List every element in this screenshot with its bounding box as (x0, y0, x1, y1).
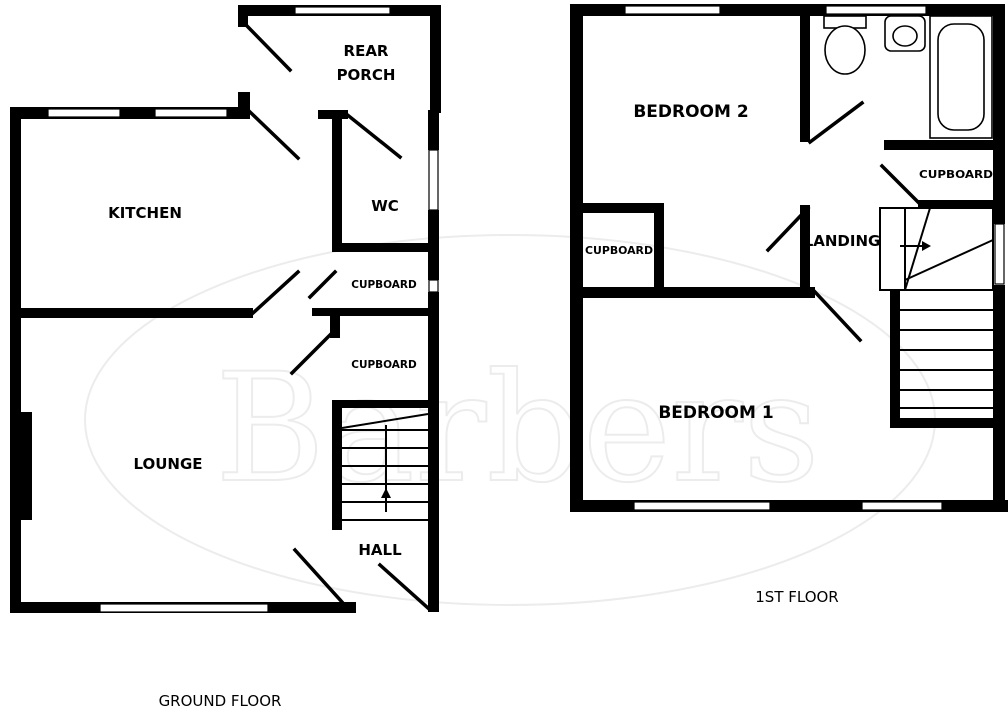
ff-bed2-right-wall (800, 12, 810, 142)
watermark: Barbers (84, 234, 936, 606)
gf-wc-window (428, 149, 439, 211)
gf-kitchen-window-2 (154, 108, 228, 118)
ff-cupboard-top (583, 203, 663, 213)
ff-wall-left (570, 4, 583, 512)
ff-cupboard-right-bottom (918, 200, 996, 209)
gf-front-door (377, 562, 431, 611)
ff-bed2-window (624, 5, 721, 15)
ff-landing-window (994, 223, 1005, 285)
gf-cupboard-window (428, 279, 439, 293)
ff-bed2-right-stub (800, 205, 810, 295)
gf-label-cupboard-upper: CUPBOARD (351, 279, 417, 291)
ground-floor-label: GROUND FLOOR (159, 692, 282, 710)
gf-label-cupboard-lower: CUPBOARD (351, 359, 417, 371)
gf-cupboard2-left (330, 308, 340, 338)
gf-stair-top (332, 400, 432, 408)
gf-label-wc: WC (371, 197, 399, 215)
gf-kitchen-door (250, 269, 301, 316)
gf-cupboard-door-lower (289, 327, 338, 376)
gf-porch-right (430, 5, 441, 113)
ff-staircase (879, 207, 994, 409)
ff-stair-left-wall (890, 290, 900, 428)
ff-basin-bowl-icon (892, 25, 918, 47)
gf-wall-left (10, 107, 21, 612)
ff-label-bedroom-1: BEDROOM 1 (658, 403, 773, 423)
ff-bed1-window-2 (861, 501, 943, 511)
first-floor-label: 1ST FLOOR (755, 588, 838, 606)
gf-cupboard-divider (312, 308, 434, 316)
gf-stair-break (341, 413, 429, 429)
gf-right-wall-low (428, 292, 439, 612)
gf-wc-door (342, 110, 403, 160)
gf-kitchen-window-1 (47, 108, 121, 118)
gf-right-wall-wc (428, 110, 439, 150)
ff-label-bedroom-2: BEDROOM 2 (633, 102, 748, 122)
ff-label-landing: LANDING (804, 232, 881, 250)
first-floor-plan: BEDROOM 2 CUPBOARD CUPBOARD LANDING BEDR… (570, 4, 1008, 606)
ff-bed2-door (765, 205, 811, 253)
gf-label-hall: HALL (358, 541, 402, 559)
watermark-text: Barbers (215, 342, 820, 516)
ff-bed1-door (812, 289, 863, 343)
gf-porch-window (294, 6, 391, 15)
gf-label-lounge: LOUNGE (133, 455, 202, 473)
ff-stair-winder-box (879, 207, 994, 291)
gf-right-wall-mid (428, 210, 439, 280)
gf-stair-left (332, 400, 342, 530)
gf-cupboard-door-upper (307, 269, 338, 300)
gf-wc-left (332, 110, 342, 245)
gf-lounge-window (99, 603, 269, 613)
gf-porch-door (245, 24, 293, 73)
ff-wall-right-lower (993, 285, 1005, 512)
ff-wall-right-upper (993, 4, 1005, 224)
gf-hall-post (342, 602, 356, 613)
ff-label-cupboard-right: CUPBOARD (919, 169, 993, 181)
gf-label-rear-porch-line1: REAR (344, 42, 389, 60)
ff-bath-inner-icon (937, 23, 985, 131)
ff-bath-bottom-wall (884, 140, 996, 150)
gf-label-kitchen: KITCHEN (108, 204, 182, 222)
gf-stair-arrow-icon (381, 488, 391, 498)
gf-staircase (341, 413, 429, 521)
gf-kitchen-lounge-wall (21, 308, 253, 318)
gf-fireplace (21, 412, 32, 520)
ff-label-cupboard-left: CUPBOARD (585, 245, 653, 257)
ff-stair-winder (904, 239, 994, 281)
ground-floor-plan: REAR PORCH KITCHEN WC CUPBOARD CUPBOARD … (10, 5, 441, 710)
gf-label-rear-porch-line2: PORCH (337, 66, 396, 84)
gf-wc-bottom (332, 243, 432, 252)
gf-kitchen-back-door (247, 109, 301, 161)
ff-cupboard-right-door (879, 163, 921, 205)
ff-stair-bottom-wall (890, 418, 1000, 428)
ff-stair-arrow-icon (922, 241, 931, 251)
ff-bath-window (825, 5, 927, 15)
ff-stair-winder (904, 207, 931, 291)
gf-lounge-door (292, 547, 345, 605)
ff-bath-door (807, 100, 865, 145)
ff-cupboard-right (654, 203, 664, 295)
ff-bed1-top-wall (583, 287, 815, 298)
gf-kitchen-corner (238, 92, 250, 119)
ff-toilet-icon (824, 25, 866, 75)
ff-bed1-window-1 (633, 501, 771, 511)
